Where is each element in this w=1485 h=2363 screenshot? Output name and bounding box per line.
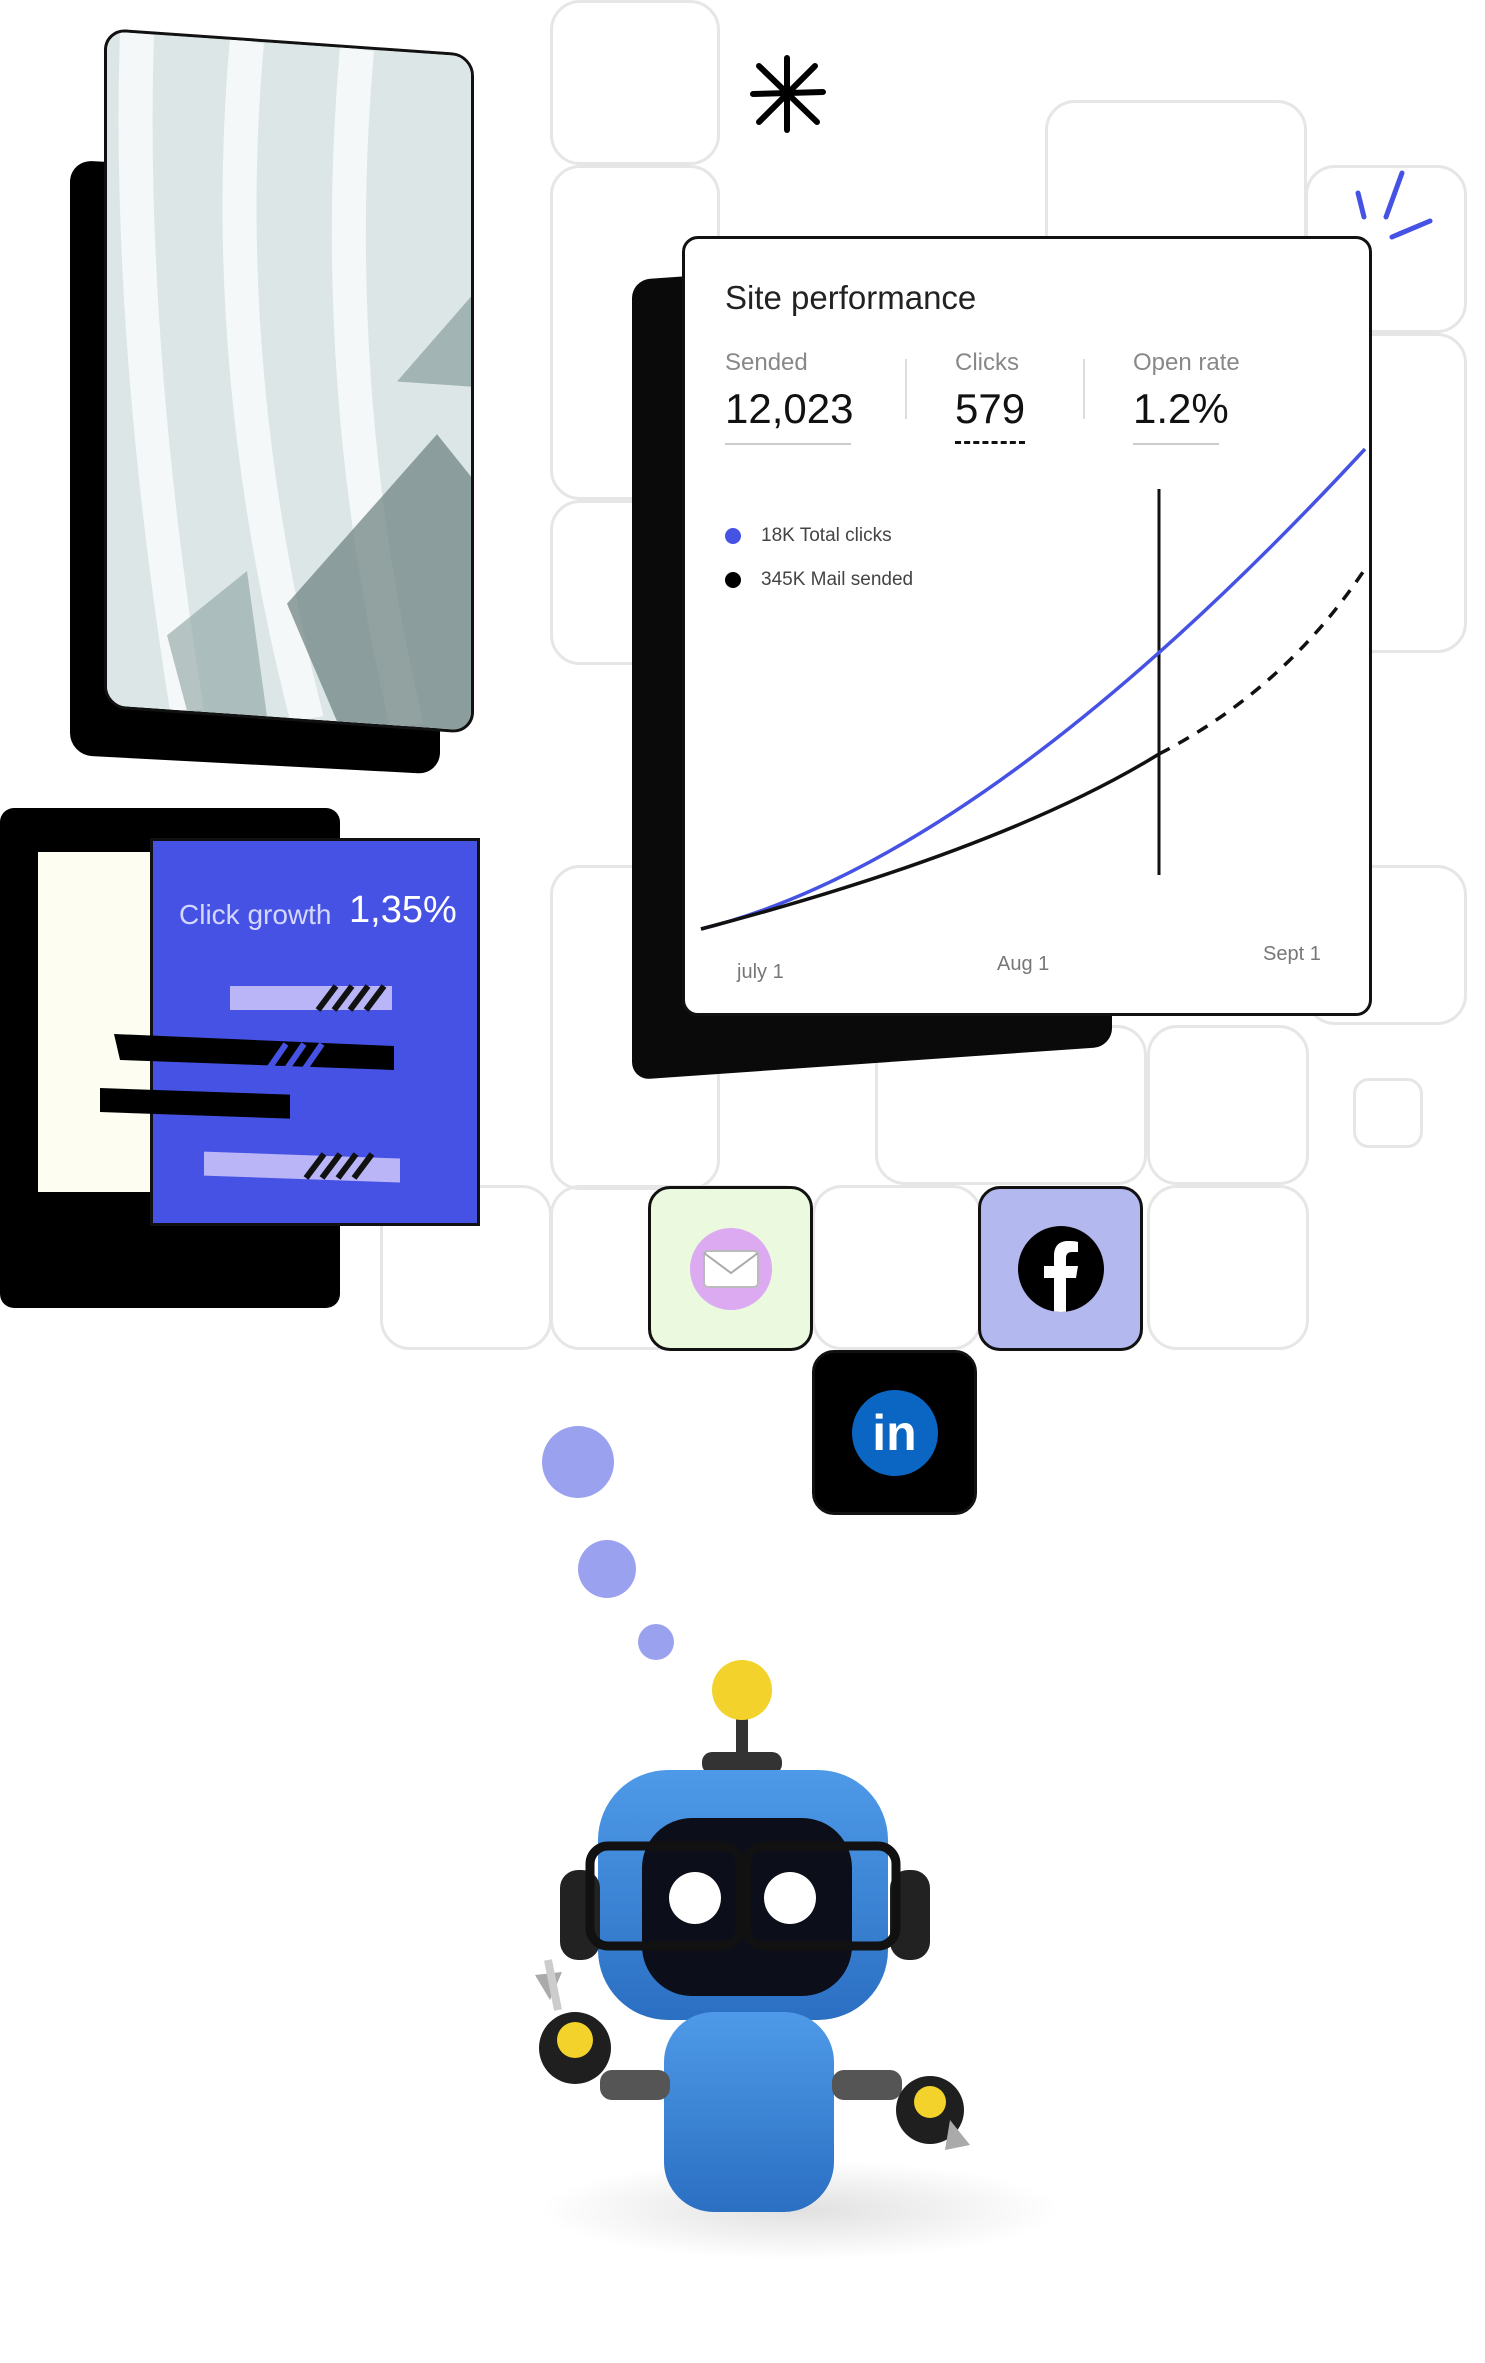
stat-divider: [905, 359, 907, 419]
click-growth-bars: [100, 984, 400, 1183]
growth-bar: [100, 1088, 290, 1119]
stat-underline: [1133, 443, 1219, 445]
legend-label: 345K Mail sended: [761, 569, 914, 590]
click-growth-label: Click growth: [179, 899, 332, 930]
facebook-tile[interactable]: [978, 1186, 1143, 1351]
legend-dot: [725, 528, 741, 544]
x-axis-label: Sept 1: [1263, 943, 1321, 965]
stat-sended: Sended 12,023: [725, 349, 853, 445]
stat-divider: [1083, 359, 1085, 419]
grid-tile: [550, 0, 720, 165]
linkedin-tile[interactable]: in: [812, 1350, 977, 1515]
grid-tile: [1147, 1185, 1309, 1350]
legend-total-clicks: 18K Total clicks: [725, 525, 892, 547]
asterisk-icon: [750, 55, 826, 133]
grid-tile: [1353, 1078, 1423, 1148]
stat-label: Clicks: [955, 349, 1019, 376]
stat-value: 1.2%: [1133, 385, 1229, 432]
stat-underline-dashed: [955, 441, 1025, 444]
mail-sended-forecast-line: [1158, 568, 1367, 756]
legend-dot: [725, 572, 741, 588]
stat-value: 12,023: [725, 385, 854, 432]
performance-line-chart: [700, 447, 1367, 931]
architecture-photo: [104, 28, 474, 734]
x-axis-label: july 1: [737, 961, 784, 983]
click-growth-value: 1,35%: [349, 889, 457, 931]
site-performance-card: Site performance Sended 12,023 Clicks 57…: [682, 236, 1372, 1016]
stat-open-rate: Open rate 1.2%: [1133, 349, 1240, 445]
grid-tile: [1147, 1025, 1309, 1185]
click-growth-paper: [38, 852, 168, 1192]
performance-title: Site performance: [725, 279, 977, 316]
legend-label: 18K Total clicks: [761, 525, 892, 546]
facebook-icon: [1017, 1225, 1104, 1312]
linkedin-icon: in: [851, 1389, 938, 1476]
mail-sended-line: [700, 752, 1160, 931]
facebook-f-icon: [1043, 1240, 1078, 1312]
stat-value: 579: [955, 385, 1026, 432]
growth-bar: [114, 1034, 394, 1070]
linkedin-text: in: [872, 1404, 917, 1461]
legend-mail-sended: 345K Mail sended: [725, 569, 913, 591]
thought-bubble: [638, 1624, 674, 1660]
mail-circle: [689, 1227, 772, 1310]
envelope-icon: [702, 1249, 759, 1288]
stat-label: Sended: [725, 349, 808, 376]
architecture-photo-art: [107, 31, 471, 731]
robot-mascot: [535, 1660, 1060, 2260]
stat-underline: [725, 443, 851, 445]
thought-bubble: [578, 1540, 636, 1598]
total-clicks-line: [700, 447, 1367, 931]
accent-strokes-icon: [1355, 170, 1433, 240]
x-axis-label: Aug 1: [997, 953, 1050, 975]
thought-bubble: [542, 1426, 614, 1498]
stat-label: Open rate: [1133, 349, 1240, 376]
grid-tile: [812, 1185, 982, 1350]
stat-clicks: Clicks 579: [955, 349, 1025, 444]
mail-tile[interactable]: [648, 1186, 813, 1351]
